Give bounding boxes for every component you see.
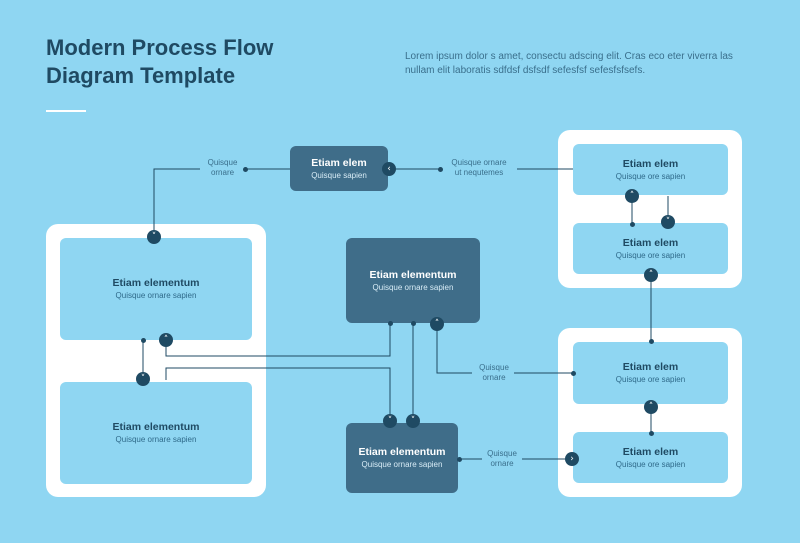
node-right-4[interactable]: Etiam elem Quisque ore sapien [573, 432, 728, 483]
chevron-down-icon: ˅ [661, 215, 675, 229]
label-line: ornare [490, 459, 514, 468]
label-mid-right: Quisque ornare [474, 363, 514, 383]
label-line: Quisque [487, 449, 517, 458]
node-title: Etiam elementum [358, 446, 446, 458]
connector-dot [140, 337, 146, 343]
connector-dot [570, 370, 576, 376]
connector-dot [387, 320, 393, 326]
title-line-2: Diagram Template [46, 63, 236, 88]
page-title: Modern Process Flow Diagram Template [46, 34, 346, 90]
chevron-left-icon: ‹ [382, 162, 396, 176]
label-top-left: Quisque ornare [200, 158, 245, 178]
node-center-lower[interactable]: Etiam elementum Quisque ornare sapien [346, 423, 458, 493]
label-line: Quisque ornare [451, 158, 507, 167]
connector-dot [648, 338, 654, 344]
connector-dot [437, 166, 443, 172]
chevron-up-icon: ˄ [644, 400, 658, 414]
chevron-right-icon: › [565, 452, 579, 466]
label-line: Quisque [479, 363, 509, 372]
node-title: Etiam elem [622, 157, 679, 170]
node-left-upper[interactable]: Etiam elementum Quisque ornare sapien [60, 238, 252, 340]
label-line: ut nequtemes [454, 168, 504, 177]
node-left-lower[interactable]: Etiam elementum Quisque ornare sapien [60, 382, 252, 484]
connector-dot [242, 166, 248, 172]
node-right-3[interactable]: Etiam elem Quisque ore sapien [573, 342, 728, 404]
node-center-upper[interactable]: Etiam elementum Quisque ornare sapien [346, 238, 480, 323]
chevron-down-icon: ˅ [383, 414, 397, 428]
node-subtitle: Quisque ore sapien [615, 375, 686, 384]
node-subtitle: Quisque ornare sapien [115, 435, 197, 444]
chevron-up-icon: ˄ [625, 189, 639, 203]
label-top-right: Quisque ornare ut nequtemes [438, 158, 520, 178]
chevron-down-icon: ˅ [147, 230, 161, 244]
node-subtitle: Quisque ore sapien [615, 250, 686, 260]
connector-dot [648, 430, 654, 436]
node-subtitle: Quisque ornare sapien [115, 291, 197, 300]
node-top-center[interactable]: Etiam elem Quisque sapien [290, 146, 388, 191]
subtitle-text: Lorem ipsum dolor s amet, consectu adsci… [405, 51, 733, 76]
node-subtitle: Quisque sapien [311, 170, 367, 180]
label-line: ornare [210, 168, 235, 177]
node-subtitle: Quisque ornare sapien [372, 282, 454, 292]
node-subtitle: Quisque ore sapien [615, 171, 686, 181]
title-underline [46, 110, 86, 112]
connector-dot [629, 221, 635, 227]
chevron-down-icon: ˅ [406, 414, 420, 428]
node-title: Etiam elementum [369, 268, 457, 281]
node-right-1[interactable]: Etiam elem Quisque ore sapien [573, 144, 728, 195]
node-title: Etiam elem [622, 361, 679, 373]
node-right-2[interactable]: Etiam elem Quisque ore sapien [573, 223, 728, 274]
label-line: ornare [482, 373, 506, 382]
connector-right3-to-center [436, 323, 573, 374]
label-line: Quisque [207, 158, 238, 167]
chevron-up-icon: ˄ [159, 333, 173, 347]
connector-left-lower-to-center-lower [165, 367, 391, 420]
node-subtitle: Quisque ornare sapien [361, 460, 443, 469]
connector-dot [456, 456, 462, 462]
connector-center-to-left-upper [165, 323, 391, 357]
title-line-1: Modern Process Flow [46, 35, 274, 60]
node-title: Etiam elem [622, 445, 679, 458]
node-subtitle: Quisque ore sapien [615, 459, 686, 469]
node-title: Etiam elem [622, 236, 679, 249]
chevron-up-icon: ˄ [644, 268, 658, 282]
label-bottom-right: Quisque ornare [482, 449, 522, 469]
connector-dot [410, 320, 416, 326]
chevron-up-icon: ˄ [430, 317, 444, 331]
node-title: Etiam elementum [112, 421, 200, 433]
chevron-down-icon: ˅ [136, 372, 150, 386]
connector-top-center-to-left [153, 168, 290, 236]
node-title: Etiam elem [311, 156, 367, 169]
node-title: Etiam elementum [112, 277, 200, 289]
